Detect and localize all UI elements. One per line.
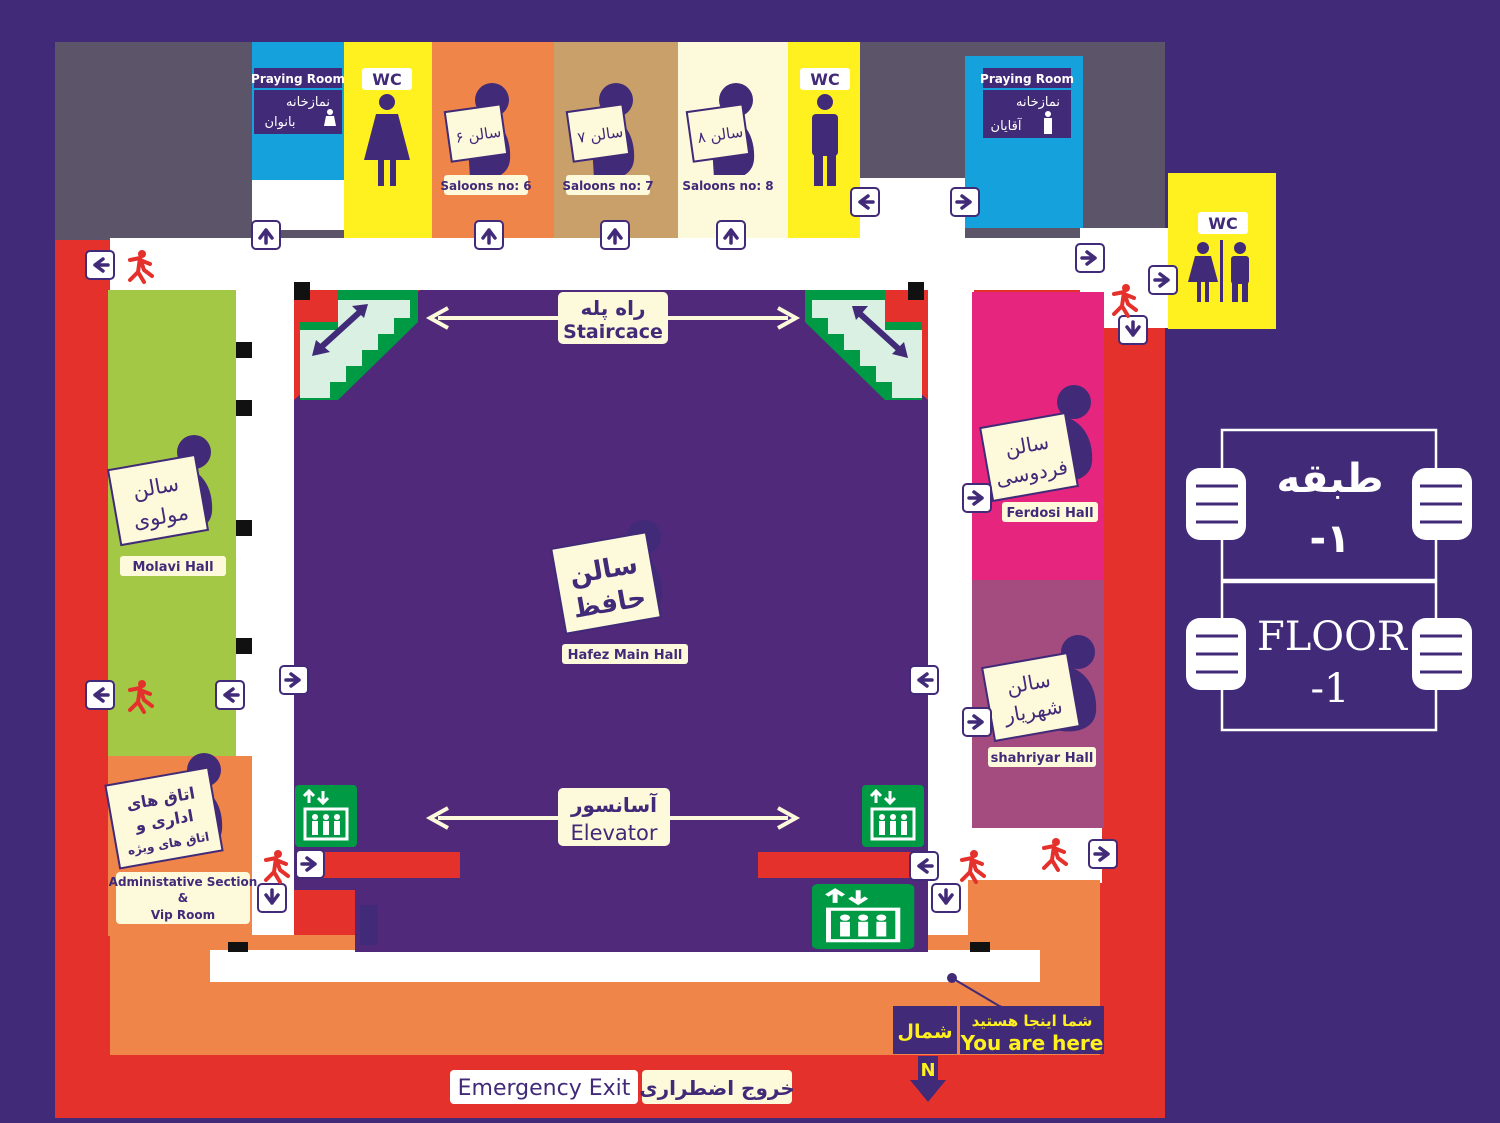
staircase-fa-label: راه پله xyxy=(581,296,646,321)
praying-room-women-fa2: بانوان xyxy=(264,115,295,130)
floor-sign-en-number: -1 xyxy=(1311,666,1350,712)
admin-caption-line1: Administative Section xyxy=(109,875,258,889)
arrow-up-icon xyxy=(600,220,630,250)
direction-arrows xyxy=(85,187,1178,913)
praying-room-men-title: Praying Room xyxy=(980,72,1074,86)
arrow-down-icon xyxy=(257,883,287,913)
wc-family-label: WC xyxy=(1208,214,1237,233)
you-are-here-fa: شما اینجا هستید xyxy=(972,1012,1093,1030)
arrow-up-icon xyxy=(716,220,746,250)
wall-markers xyxy=(228,282,990,952)
praying-room-men-fa2: آقایان xyxy=(991,117,1023,134)
pillar-bottom-left xyxy=(360,905,378,945)
arrow-left-icon xyxy=(85,250,115,280)
wc-men-label: WC xyxy=(810,70,839,89)
ferdosi-caption: Ferdosi Hall xyxy=(1006,506,1093,521)
floor-sign-en-word: FLOOR xyxy=(1257,614,1409,660)
woman-icon xyxy=(324,109,336,126)
arrow-left-icon xyxy=(850,187,880,217)
elevator-fa-label: آسانسور xyxy=(570,792,658,817)
arrow-left-icon xyxy=(909,851,939,881)
woman-wc-icon xyxy=(364,94,410,186)
man-icon xyxy=(1044,111,1052,134)
arrow-right-icon xyxy=(962,483,992,513)
arrow-down-icon xyxy=(931,883,961,913)
arrow-left-icon xyxy=(85,680,115,710)
admin-caption-line3: Vip Room xyxy=(151,908,215,922)
floor-sign-fa-word: طبقه xyxy=(1276,456,1383,502)
north-arrow xyxy=(910,1056,946,1102)
floor-sign-fa-number: -۱ xyxy=(1309,516,1350,562)
elevator-en-label: Elevator xyxy=(570,821,657,845)
staircase-left xyxy=(300,290,418,400)
arrow-left-icon xyxy=(215,680,245,710)
arrow-right-icon xyxy=(950,187,980,217)
barrier-left xyxy=(300,852,460,878)
elevator-icon-bottom xyxy=(812,884,914,949)
elevator-icon-right xyxy=(860,783,926,849)
elevator-icon-left xyxy=(293,783,359,849)
family-wc-icon xyxy=(1188,240,1249,302)
hafez-caption: Hafez Main Hall xyxy=(568,648,683,663)
bottom-corridor xyxy=(210,950,1040,982)
arrow-left-icon xyxy=(909,665,939,695)
arrow-right-icon xyxy=(295,849,325,879)
arrow-up-icon xyxy=(474,220,504,250)
praying-room-women-title: Praying Room xyxy=(251,72,345,86)
staircase-right xyxy=(805,290,922,400)
saloon-6-caption: Saloons no: 6 xyxy=(440,179,531,193)
arrow-up-icon xyxy=(251,220,281,250)
arrow-right-icon xyxy=(1075,243,1105,273)
emergency-exit-en: Emergency Exit xyxy=(458,1076,631,1101)
arrow-right-icon xyxy=(279,665,309,695)
north-letter: N xyxy=(920,1060,935,1081)
admin-caption-line2: & xyxy=(178,891,188,905)
north-fa: شمال xyxy=(897,1021,952,1043)
shahriyar-caption: shahriyar Hall xyxy=(991,751,1094,766)
molavi-caption: Molavi Hall xyxy=(132,560,213,575)
praying-room-women-fa1: نمازخانه xyxy=(286,95,330,110)
arrow-right-icon xyxy=(1088,839,1118,869)
barrier-right xyxy=(758,852,918,878)
you-are-here-en: You are here xyxy=(960,1031,1104,1055)
wc-women-label: WC xyxy=(372,70,401,89)
praying-room-men-fa1: نمازخانه xyxy=(1016,95,1060,110)
arrow-right-icon xyxy=(962,707,992,737)
arrow-down-icon xyxy=(1118,315,1148,345)
arrow-right-icon xyxy=(1148,265,1178,295)
man-wc-icon xyxy=(812,94,838,186)
staircase-en-label: Staircace xyxy=(563,321,663,343)
saloon-7-caption: Saloons no: 7 xyxy=(562,179,653,193)
emergency-exit-fa: خروج اضطراری xyxy=(639,1076,794,1100)
saloon-8-caption: Saloons no: 8 xyxy=(682,179,773,193)
